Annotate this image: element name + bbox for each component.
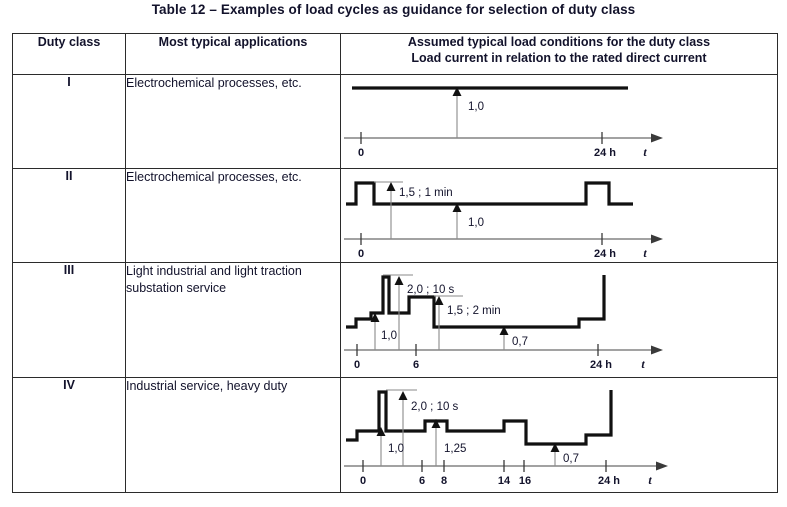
annotation-label: 1,5 ; 1 min xyxy=(399,187,453,199)
axis-variable-label: t xyxy=(641,357,645,371)
header-load-conditions-line2: Load current in relation to the rated di… xyxy=(411,51,707,65)
axis-tick-label: 16 xyxy=(519,475,531,487)
axis-arrow-icon xyxy=(651,234,663,244)
annotation-label: 0,7 xyxy=(512,336,528,348)
axis-tick-label: 24 h xyxy=(594,248,616,260)
axis-tick-label: 24 h xyxy=(590,359,612,371)
annotation-label: 1,0 xyxy=(388,443,404,455)
application-text: Electrochemical processes, etc. xyxy=(125,168,341,263)
arrow-up-icon xyxy=(398,391,408,400)
duty-class-value: I xyxy=(12,74,126,169)
axis-tick-label: 6 xyxy=(413,359,419,371)
axis-variable-label: t xyxy=(643,145,647,159)
application-text: Electrochemical processes, etc. xyxy=(125,74,341,169)
table-row: II Electrochemical processes, etc. 0 xyxy=(12,168,778,263)
waveform-path xyxy=(346,275,606,329)
axis-tick-label: 14 xyxy=(498,475,511,487)
axis-arrow-icon xyxy=(651,345,663,355)
arrow-up-icon xyxy=(370,313,380,322)
arrow-up-icon xyxy=(499,326,509,335)
arrow-up-icon xyxy=(452,203,462,212)
header-applications: Most typical applications xyxy=(125,33,341,75)
annotation-label: 1,0 xyxy=(468,217,484,229)
duty-class-1-chart: 0 24 h t 1,0 xyxy=(341,75,778,167)
annotation-label: 1,25 xyxy=(444,443,466,455)
axis-tick-label: 0 xyxy=(354,359,360,371)
annotation-label: 0,7 xyxy=(563,453,579,465)
duty-class-value: IV xyxy=(12,377,126,493)
application-text: Light industrial and light traction subs… xyxy=(125,262,341,378)
load-cycle-chart-cell: 0 6 24 h t 2,0 ; 10 s xyxy=(340,262,778,378)
duty-class-2-chart: 0 24 h t 1,5 ; 1 min 1,0 xyxy=(341,169,778,261)
arrow-up-icon xyxy=(394,276,404,285)
table-row: IV Industrial service, heavy duty xyxy=(12,377,778,493)
axis-tick-label: 0 xyxy=(360,475,366,487)
axis-arrow-icon xyxy=(651,133,663,143)
annotation-label: 1,0 xyxy=(468,101,484,113)
arrow-up-icon xyxy=(386,182,396,191)
axis-tick-label: 24 h xyxy=(598,475,620,487)
axis-tick-label: 0 xyxy=(358,248,364,260)
header-duty-class: Duty class xyxy=(12,33,126,75)
duty-class-3-chart: 0 6 24 h t 2,0 ; 10 s xyxy=(341,263,778,376)
axis-tick-label: 24 h xyxy=(594,147,616,159)
duty-class-value: III xyxy=(12,262,126,378)
header-load-conditions: Assumed typical load conditions for the … xyxy=(340,33,778,75)
annotation-label: 1,5 ; 2 min xyxy=(447,305,501,317)
axis-tick-label: 6 xyxy=(419,475,425,487)
table-row: I Electrochemical processes, etc. xyxy=(12,74,778,169)
page-title: Table 12 – Examples of load cycles as gu… xyxy=(151,2,636,17)
header-load-conditions-line1: Assumed typical load conditions for the … xyxy=(407,35,711,49)
axis-arrow-icon xyxy=(656,461,668,471)
axis-variable-label: t xyxy=(648,473,652,487)
application-text: Industrial service, heavy duty xyxy=(125,377,341,493)
load-cycle-chart-cell: 0 24 h t 1,5 ; 1 min 1,0 xyxy=(340,168,778,263)
arrow-up-icon xyxy=(452,87,462,96)
duty-class-value: II xyxy=(12,168,126,263)
table-header-row: Duty class Most typical applications Ass… xyxy=(12,33,778,75)
load-cycle-chart-cell: 0 6 8 14 16 24 h t 2,0 ; 10 s xyxy=(340,377,778,493)
annotation-label: 2,0 ; 10 s xyxy=(407,284,455,296)
duty-class-4-chart: 0 6 8 14 16 24 h t 2,0 ; 10 s xyxy=(341,378,778,491)
axis-variable-label: t xyxy=(643,246,647,260)
arrow-up-icon xyxy=(550,443,560,452)
axis-tick-label: 8 xyxy=(441,475,447,487)
waveform-path xyxy=(346,181,633,206)
annotation-label: 2,0 ; 10 s xyxy=(411,401,459,413)
annotation-label: 1,0 xyxy=(381,330,397,342)
arrow-up-icon xyxy=(376,427,386,436)
axis-tick-label: 0 xyxy=(358,147,364,159)
waveform-path xyxy=(346,390,613,446)
table-row: III Light industrial and light traction … xyxy=(12,262,778,378)
arrow-up-icon xyxy=(431,419,441,428)
duty-class-table: Duty class Most typical applications Ass… xyxy=(12,33,778,493)
load-cycle-chart-cell: 0 24 h t 1,0 xyxy=(340,74,778,169)
arrow-up-icon xyxy=(434,296,444,305)
